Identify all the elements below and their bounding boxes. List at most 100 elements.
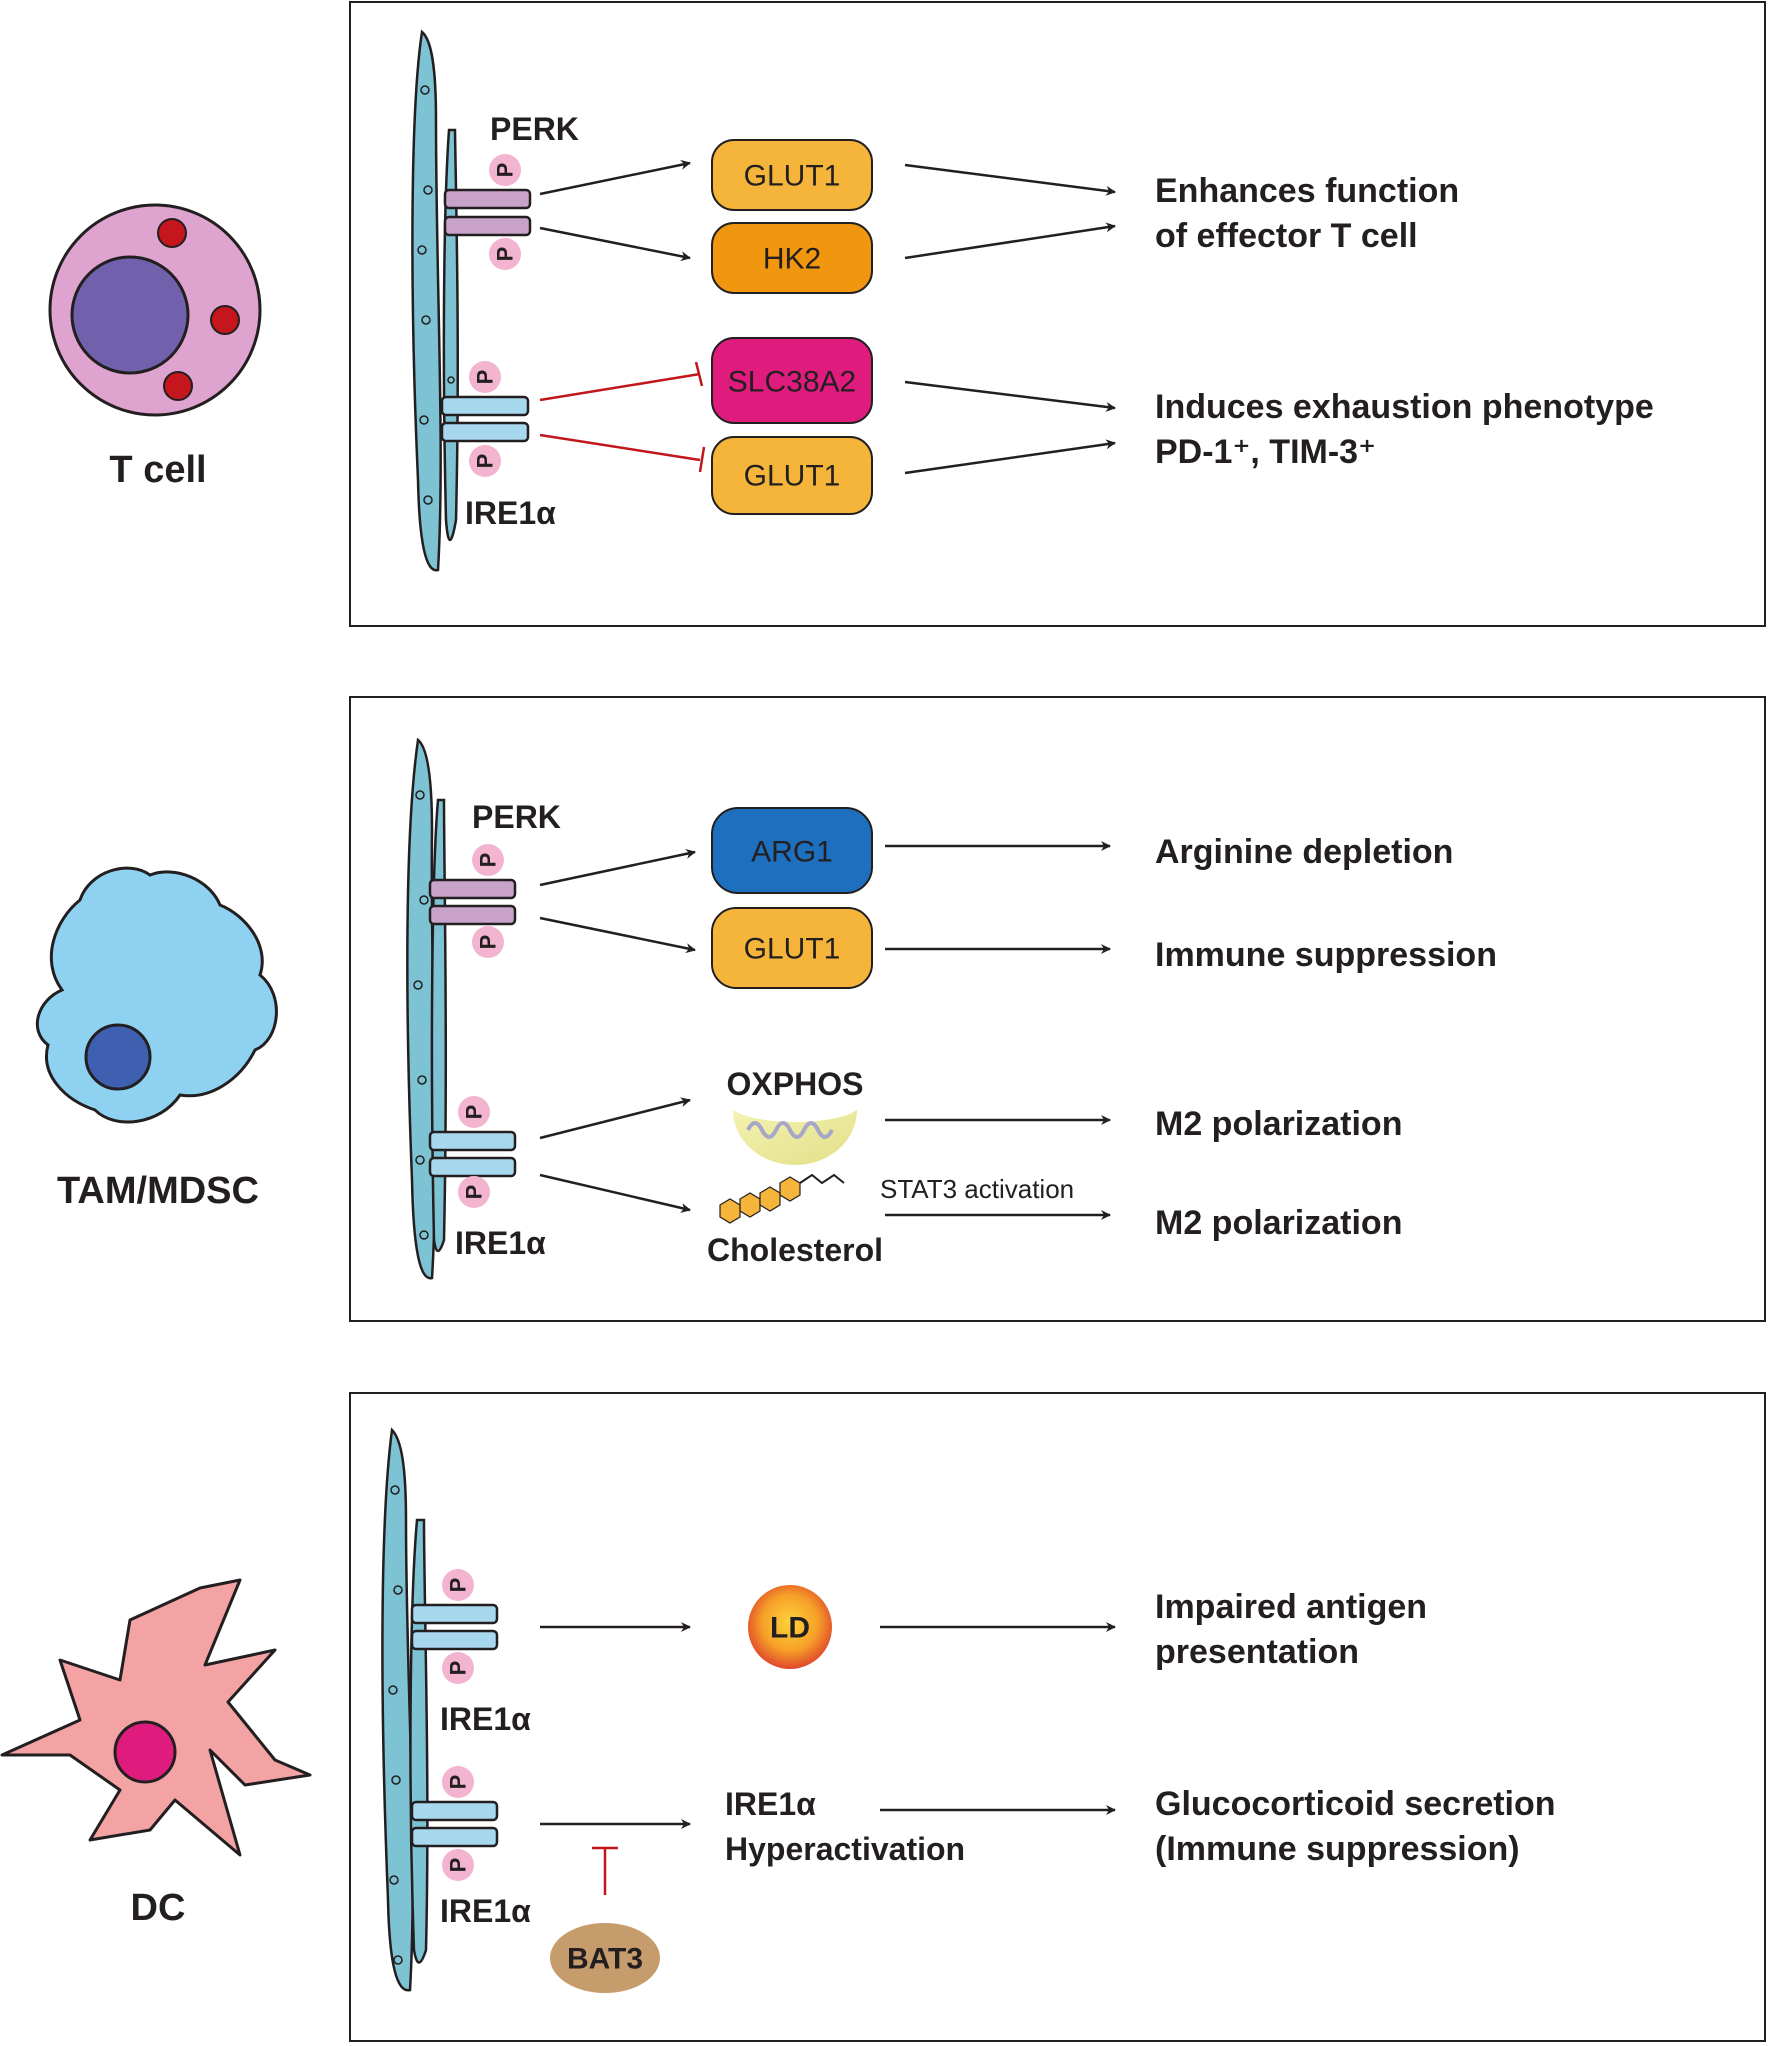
phospho-label: P: [493, 163, 518, 178]
activation-arrow: [539, 226, 691, 262]
node-hk2: [711, 222, 873, 294]
phospho-circle: [472, 844, 504, 876]
phospho-label: P: [493, 247, 518, 262]
phospho-circle: [442, 1569, 474, 1601]
outcome-text: presentation: [1155, 1633, 1359, 1671]
phospho-label: P: [473, 370, 498, 385]
t-cell-granule: [163, 371, 193, 401]
cell-label: T cell: [109, 449, 206, 491]
t-cell-granule: [210, 305, 240, 335]
phospho-circle: [469, 361, 501, 393]
outcome-text: Immune suppression: [1155, 936, 1497, 974]
t-cell-illustration: [48, 203, 262, 417]
panel-frame: [349, 1392, 1766, 2042]
outcome-arrow: [904, 439, 1116, 475]
outcome-arrow: [904, 380, 1116, 412]
dc-body: [0, 1578, 312, 1857]
panel-frame: [349, 696, 1766, 1322]
receptor-label-ire1a: IRE1α: [440, 1701, 531, 1737]
outcome-text: Enhances function: [1155, 172, 1459, 210]
node-arg1: [711, 807, 873, 894]
stat3-label: STAT3 activation: [880, 1174, 1074, 1204]
activation-arrow: [539, 916, 696, 954]
panel-dc: DC P P IRE1α P P IRE1α LD IRE1α Hyperact…: [0, 1392, 1766, 2042]
dc-nucleus: [113, 1720, 177, 1784]
phospho-circle: [469, 445, 501, 477]
node-glut1-label: GLUT1: [744, 460, 841, 493]
node-ld-label: LD: [770, 1612, 810, 1645]
outcome-text: of effector T cell: [1155, 217, 1418, 255]
cholesterol-icon: [719, 1173, 845, 1224]
outcome-arrow: [904, 163, 1116, 196]
phospho-circle: [489, 238, 521, 270]
receptor-label-ire1a: IRE1α: [440, 1893, 531, 1929]
ire-bar: [410, 1826, 499, 1848]
cell-label: DC: [131, 1887, 186, 1929]
node-ld: [748, 1585, 832, 1669]
node-glut1-label: GLUT1: [744, 160, 841, 193]
tam-illustration: [35, 866, 278, 1124]
perk-bar: [443, 215, 532, 237]
hyperactivation-label: IRE1α: [725, 1786, 816, 1822]
phospho-circle: [472, 926, 504, 958]
perk-bar: [428, 904, 517, 926]
phospho-label: P: [446, 1661, 471, 1676]
tam-nucleus: [84, 1023, 152, 1091]
outcome-text: Glucocorticoid secretion: [1155, 1785, 1556, 1823]
ire-bar: [428, 1130, 517, 1152]
activation-arrow: [539, 159, 691, 196]
er-membrane: [411, 29, 459, 572]
ire-bar: [410, 1603, 499, 1625]
outcome-text: Arginine depletion: [1155, 833, 1453, 871]
activation-arrow: [539, 848, 696, 887]
outcome-text: M2 polarization: [1155, 1204, 1402, 1242]
tam-body: [35, 866, 278, 1124]
outcome-text: (Immune suppression): [1155, 1830, 1520, 1868]
er-membrane: [381, 1427, 429, 1992]
panel-t-cell: T cell PERK P P P P IRE1α: [48, 1, 1766, 627]
oxphos-label: OXPHOS: [727, 1066, 864, 1102]
receptor-label-perk: PERK: [490, 111, 579, 147]
node-glut1: [711, 436, 873, 515]
outcome-text: Impaired antigen: [1155, 1588, 1427, 1626]
phospho-label: P: [476, 935, 501, 950]
node-bat3: [550, 1923, 660, 1993]
t-cell-granule: [157, 218, 187, 248]
phospho-circle: [442, 1652, 474, 1684]
node-hk2-label: HK2: [763, 243, 821, 276]
phospho-label: P: [476, 853, 501, 868]
phospho-circle: [458, 1096, 490, 1128]
cholesterol-label: Cholesterol: [707, 1232, 883, 1268]
activation-arrow: [539, 1097, 691, 1140]
outcome-text: Induces exhaustion phenotype: [1155, 388, 1654, 426]
perk-bar: [443, 188, 532, 210]
hyperactivation-label: Hyperactivation: [725, 1831, 965, 1867]
node-arg1-label: ARG1: [751, 836, 833, 869]
receptor-label-ire1a: IRE1α: [455, 1225, 546, 1261]
receptor-label-ire1a: IRE1α: [465, 495, 556, 531]
outcome-text: PD-1⁺, TIM-3⁺: [1155, 433, 1376, 471]
node-glut1-label: GLUT1: [744, 933, 841, 966]
receptor-label-perk: PERK: [472, 799, 561, 835]
phospho-label: P: [462, 1105, 487, 1120]
phospho-circle: [489, 154, 521, 186]
perk-bar: [428, 878, 517, 900]
dc-illustration: [0, 1578, 312, 1857]
inhibition-edge: [592, 1846, 618, 1895]
mitochondrion-icon: [733, 1110, 857, 1165]
activation-arrow: [539, 1173, 691, 1213]
ire-bar: [440, 395, 530, 417]
inhibition-edge: [539, 361, 704, 402]
ire-bar: [428, 1156, 517, 1178]
node-glut1: [711, 907, 873, 989]
panel-frame: [349, 1, 1766, 627]
panel-tam-mdsc: TAM/MDSC PERK P P P P IRE1α ARG1 GLUT: [35, 696, 1766, 1322]
outcome-arrow: [904, 222, 1116, 260]
node-slc38a2-label: SLC38A2: [728, 366, 856, 399]
cell-label: TAM/MDSC: [57, 1170, 259, 1212]
phospho-label: P: [446, 1858, 471, 1873]
phospho-label: P: [473, 454, 498, 469]
ire-bar: [410, 1629, 499, 1651]
outcome-text: M2 polarization: [1155, 1105, 1402, 1143]
